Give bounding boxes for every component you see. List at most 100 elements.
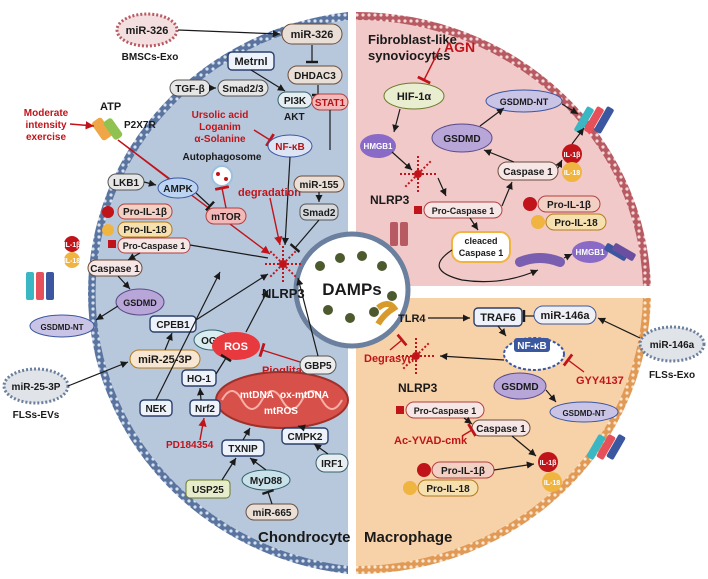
label-fls-gsdmd_nt: GSDMD-NT [500, 97, 549, 107]
label-chondrocyte-mtdna: mtDNA [240, 390, 274, 401]
label-chondrocyte-fls_ev_mirna: miR-25-3P [12, 382, 61, 393]
pro-il18-node-c [117, 221, 173, 238]
tlr4-receptor-icon [375, 301, 399, 326]
label-chondrocyte-drugs-0: Ursolic acid [192, 110, 249, 121]
label-macrophage-casp1: Caspase 1 [476, 424, 526, 435]
label-macrophage-pro_il1b: Pro-IL-1β [441, 466, 485, 477]
ampk-node [157, 177, 199, 199]
label-chondrocyte-myd88: MyD88 [250, 476, 283, 487]
label-fls-cleaved_line1: cleaced [464, 236, 497, 246]
label-chondrocyte-exercise_line1: Moderate [24, 108, 69, 119]
fls-title-line2: synoviocytes [368, 48, 450, 63]
label-chondrocyte-irf1: IRF1 [321, 459, 343, 470]
cpeb1-node [149, 315, 197, 333]
label-fls-hmgb1: HMGB1 [364, 142, 393, 151]
fls-title-line1: Fibroblast-like [368, 32, 457, 47]
label-chondrocyte-bmsc_mirna: miR-326 [126, 25, 169, 37]
label-fls-pro_casp1: Pro-Caspase 1 [432, 206, 495, 216]
il18-node-f [562, 162, 582, 182]
label-fls-agn: AGN [444, 39, 475, 55]
label-chondrocyte-p2x7r: P2X7R [124, 120, 156, 131]
label-macrophage-nlrp3: NLRP3 [398, 381, 438, 395]
label-chondrocyte-pi3k: PI3K [284, 96, 307, 107]
il1b-node-f [562, 144, 582, 164]
hmgb1-node-out [572, 241, 608, 263]
label-chondrocyte-exercise_line2: intensity [25, 120, 67, 131]
label-chondrocyte-smad23: Smad2/3 [222, 84, 264, 95]
receptor-icon-f [604, 243, 636, 261]
label-chondrocyte-mir25: miR-25-3P [138, 354, 192, 366]
smad23-node [217, 79, 269, 97]
ho1-node [181, 369, 217, 387]
mir326-node [281, 23, 343, 45]
label-fls-nlrp3: NLRP3 [370, 193, 410, 207]
label-chondrocyte-casp1: Caspase 1 [90, 264, 140, 275]
casp1-node-c [87, 259, 143, 277]
dhdac3-node [287, 65, 343, 85]
gsdmd-nt-node-c [29, 314, 95, 338]
p2x7r-receptor-icon [91, 117, 123, 141]
label-macrophage-il1b: IL-1β [540, 460, 557, 467]
nlrp3-inflammasome-icon-c [263, 244, 303, 284]
label-chondrocyte-smad2: Smad2 [303, 208, 336, 219]
damps-label: DAMPs [322, 280, 382, 299]
label-chondrocyte-bmsc_label: BMSCs-Exo [122, 52, 179, 63]
label-macrophage-nfkb: NF-κB [517, 341, 546, 352]
label-chondrocyte-nek: NEK [145, 404, 167, 415]
label-chondrocyte-tgfb: TGF-β [175, 84, 204, 95]
pore-channel-icon-f [574, 106, 614, 134]
label-chondrocyte-gbp5: GBP5 [304, 361, 332, 372]
label-macrophage-acyvad: Ac-YVAD-cmk [394, 435, 468, 447]
label-fls-cleaved_line2: Caspase 1 [459, 248, 504, 258]
nrf2-node [189, 399, 221, 417]
label-chondrocyte-cmpk2: CMPK2 [287, 432, 322, 443]
label-chondrocyte-stat1: STAT1 [315, 98, 346, 109]
label-chondrocyte-mtros: mtROS [264, 406, 298, 417]
damps-center: DAMPs [293, 231, 411, 349]
label-macrophage-gyy: GYY4137 [576, 375, 624, 387]
label-chondrocyte-nfkb: NF-κB [275, 142, 304, 153]
label-chondrocyte-pro_il18: Pro-IL-18 [123, 225, 167, 236]
label-chondrocyte-lkb1: LKB1 [113, 178, 140, 189]
label-chondrocyte-usp25: USP25 [192, 485, 224, 496]
casp1-node-f [497, 161, 559, 181]
label-fls-hmgb1_out: HMGB1 [576, 248, 605, 257]
label-chondrocyte-txnip: TXNIP [228, 444, 258, 455]
label-chondrocyte-pro_casp1: Pro-Caspase 1 [123, 241, 186, 251]
label-macrophage-degrasyn: Degrasyn [364, 353, 414, 365]
label-chondrocyte-atp: ATP [100, 101, 121, 113]
gsdmd-node-m [493, 372, 547, 400]
label-chondrocyte-il1b: IL-1β [64, 242, 81, 249]
gsdmd-node-f [431, 123, 493, 153]
gsdmd-node-c [115, 288, 165, 316]
label-fls-casp1: Caspase 1 [503, 167, 553, 178]
label-chondrocyte-mir326: miR-326 [291, 29, 334, 41]
fls-exo: miR-146a FLSs-Exo [638, 325, 706, 381]
nfkb-chondro: NF-κB [267, 134, 313, 158]
gsdmd-nt-node-m [549, 401, 619, 423]
label-chondrocyte-cpeb1: CPEB1 [156, 320, 190, 331]
label-chondrocyte-ho1: HO-1 [187, 374, 211, 385]
label-chondrocyte-degradation: degradation [238, 187, 301, 199]
pro-casp1-node-m [405, 401, 485, 419]
ros-node [212, 332, 260, 360]
label-fls-pro_il18: Pro-IL-18 [554, 218, 598, 229]
il1b-node-m [538, 452, 558, 472]
usp25-node [185, 479, 231, 499]
label-chondrocyte-dhdac3: DHDAC3 [294, 71, 336, 82]
label-chondrocyte-fls_ev_label: FLSs-EVs [13, 410, 60, 421]
label-chondrocyte-nrf2: Nrf2 [195, 404, 215, 415]
mir146a-node [533, 305, 597, 325]
label-chondrocyte-akt: AKT [284, 112, 305, 123]
label-chondrocyte-drugs-2: α-Solanine [194, 134, 246, 145]
irf1-node [315, 453, 349, 473]
label-chondrocyte-mir665: miR-665 [253, 508, 292, 519]
fls-evs: miR-25-3P FLSs-EVs [2, 367, 70, 421]
cleaved-casp1-node [451, 231, 511, 263]
label-macrophage-traf6: TRAF6 [480, 312, 515, 324]
label-chondrocyte-metrnl: Metrnl [235, 56, 268, 68]
label-macrophage-il18: IL-18 [544, 480, 560, 487]
pore-channel-icon-m [586, 434, 626, 460]
label-chondrocyte-mtor: mTOR [211, 212, 242, 223]
